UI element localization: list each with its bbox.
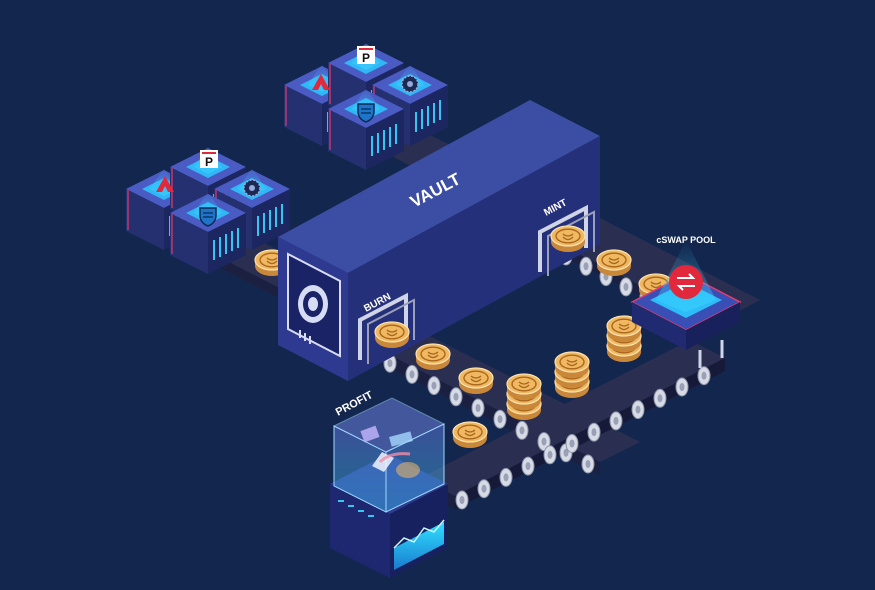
p-logo-icon: P xyxy=(357,46,375,65)
shield-logo-icon xyxy=(199,207,217,227)
node-cluster-top: P xyxy=(283,41,449,171)
conveyor-roller xyxy=(449,387,463,407)
conveyor-roller xyxy=(543,445,557,465)
conveyor-roller xyxy=(587,422,601,442)
a-logo-icon xyxy=(312,74,330,90)
conveyor-roller xyxy=(697,366,711,386)
conveyor-roller xyxy=(565,434,579,453)
conveyor-roller xyxy=(581,454,595,474)
swap-arrows-icon xyxy=(669,265,703,299)
vault: VAULT xyxy=(278,100,600,381)
conveyor-roller xyxy=(631,400,645,420)
node-cluster-left: P xyxy=(125,145,291,275)
profit-chart-icon xyxy=(393,519,445,570)
coin xyxy=(458,367,494,395)
coin xyxy=(596,249,632,277)
coin xyxy=(415,343,451,371)
conveyor-roller xyxy=(521,456,535,476)
cog-logo-icon xyxy=(243,179,261,197)
conveyor-roller xyxy=(477,479,491,499)
support-posts xyxy=(698,340,724,368)
conveyor-roller xyxy=(427,376,441,396)
cog-logo-icon xyxy=(401,75,419,93)
shield-logo-icon xyxy=(357,103,375,123)
conveyor-roller xyxy=(653,388,667,408)
svg-text:P: P xyxy=(205,155,213,169)
cswap-pool: cSWAP POOL xyxy=(630,235,742,350)
a-logo-icon xyxy=(156,176,174,192)
p-logo-icon: P xyxy=(200,150,218,169)
conveyor-roller xyxy=(471,398,485,418)
conveyor-roller xyxy=(493,409,507,429)
coin xyxy=(452,421,488,449)
conveyor-roller xyxy=(579,256,593,276)
conveyor-roller xyxy=(515,420,529,440)
vault-dial-icon xyxy=(287,252,341,358)
coin xyxy=(550,225,586,253)
coin xyxy=(374,321,410,349)
conveyor-roller xyxy=(499,467,513,487)
cswap-pool-label: cSWAP POOL xyxy=(656,235,716,245)
coin-stack xyxy=(506,373,542,421)
conveyor-roller xyxy=(619,277,633,297)
conveyor-roller xyxy=(405,364,419,384)
profit-box: PROFIT xyxy=(330,389,448,578)
conveyor-roller xyxy=(455,490,469,510)
conveyor-roller xyxy=(675,377,689,397)
conveyor-roller xyxy=(609,411,623,431)
svg-text:P: P xyxy=(362,51,370,65)
coin-stack xyxy=(554,351,590,399)
